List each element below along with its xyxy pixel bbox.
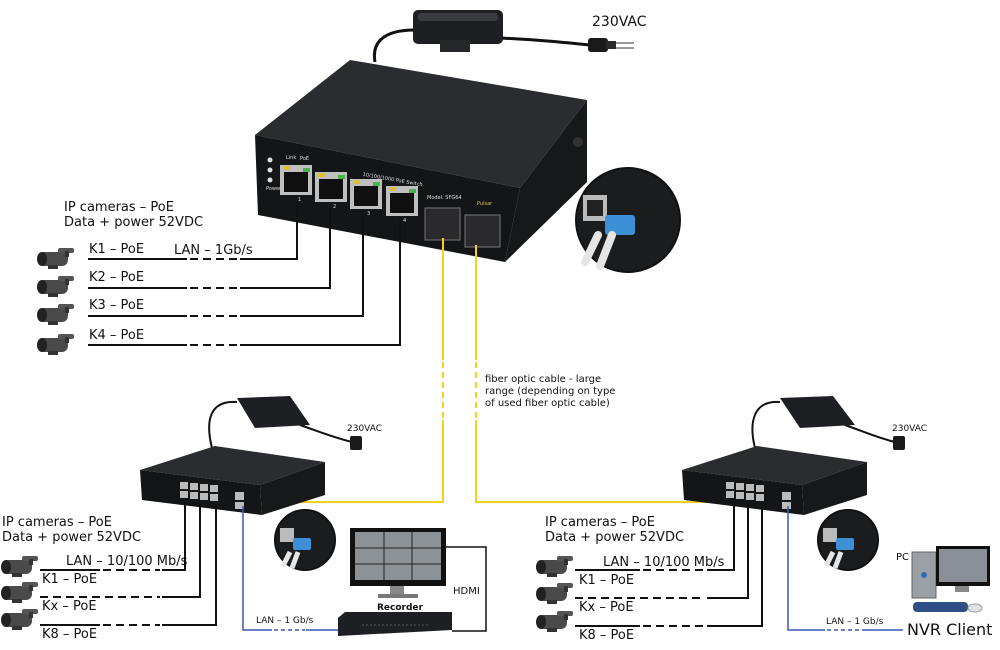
- sfp-closeup-circle: [575, 167, 681, 273]
- right-power-adapter: [751, 396, 905, 450]
- camera-label: Kx – PoE: [579, 600, 634, 615]
- top-lan-label: LAN – 1Gb/s: [174, 243, 253, 258]
- pc-label: PC: [896, 552, 910, 563]
- plug-icon: [588, 38, 634, 52]
- camera-label: K2 – PoE: [89, 270, 145, 285]
- left-power-adapter: [208, 396, 362, 450]
- right-uplink-label: LAN – 1 Gb/s: [826, 617, 884, 627]
- left-cameras-title: IP cameras – PoE: [2, 515, 112, 530]
- nvr-client-label: NVR Client: [907, 620, 993, 639]
- fiber-note-line: of used fiber optic cable): [485, 398, 610, 409]
- right-cameras: [536, 556, 573, 632]
- top-cameras-subtitle: Data + power 52VDC: [64, 215, 204, 230]
- recorder-label: Recorder: [377, 603, 423, 613]
- left-lan-uplink-cable: [242, 506, 338, 631]
- left-lan-label: LAN – 10/100 Mb/s: [66, 554, 188, 569]
- left-sfp-closeup-circle: [274, 509, 336, 571]
- top-cameras-title: IP cameras – PoE: [64, 200, 174, 215]
- pc-workstation-icon: [911, 546, 990, 613]
- camera-label: K1 – PoE: [42, 572, 98, 587]
- hdmi-label: HDMI: [453, 586, 480, 597]
- camera-label: K1 – PoE: [89, 242, 145, 257]
- top-cameras: [37, 248, 74, 355]
- recorder-icon: [338, 612, 452, 636]
- port-number: 3: [367, 211, 371, 217]
- right-lan-uplink-cable: [787, 506, 903, 631]
- top-power-adapter: [372, 10, 591, 63]
- left-uplink-label: LAN – 1 Gb/s: [256, 616, 314, 626]
- fiber-note-line: fiber optic cable - large: [485, 374, 602, 385]
- left-power-label: 230VAC: [347, 424, 383, 434]
- main-poe-switch: [255, 60, 587, 262]
- switch-power-led-label: Power: [266, 186, 282, 192]
- monitor-icon: [350, 528, 446, 598]
- right-lan-label: LAN – 10/100 Mb/s: [603, 555, 725, 570]
- right-cameras-title: IP cameras – PoE: [545, 515, 655, 530]
- right-camera-cables: [575, 502, 763, 627]
- switch-brand-logo: Pulsar: [477, 201, 493, 207]
- fiber-note-line: range (depending on type: [485, 386, 616, 397]
- left-cameras-subtitle: Data + power 52VDC: [2, 530, 142, 545]
- camera-label: K3 – PoE: [89, 298, 145, 313]
- right-sfp-closeup-circle: [817, 509, 879, 571]
- left-poe-switch: [140, 446, 325, 515]
- camera-label: K1 – PoE: [579, 573, 635, 588]
- switch-poe-label: PoE: [300, 156, 310, 162]
- left-cameras: [1, 556, 38, 630]
- camera-label: K8 – PoE: [42, 627, 98, 642]
- right-power-label: 230VAC: [892, 424, 928, 434]
- left-camera-cables: [40, 502, 217, 626]
- top-camera-cables: [88, 200, 401, 346]
- switch-model: Model: SFG64: [427, 195, 462, 201]
- port-number: 2: [333, 204, 337, 210]
- camera-label: K8 – PoE: [579, 628, 635, 643]
- right-cameras-subtitle: Data + power 52VDC: [545, 530, 685, 545]
- camera-label: K4 – PoE: [89, 328, 145, 343]
- top-power-label: 230VAC: [592, 14, 647, 30]
- camera-label: Kx – PoE: [42, 599, 97, 614]
- port-number: 1: [298, 197, 302, 203]
- switch-link-label: Link: [286, 155, 297, 161]
- right-poe-switch: [682, 446, 867, 515]
- port-number: 4: [403, 218, 407, 224]
- fiber-optic-cables: [255, 238, 790, 503]
- hdmi-cable: [445, 546, 487, 632]
